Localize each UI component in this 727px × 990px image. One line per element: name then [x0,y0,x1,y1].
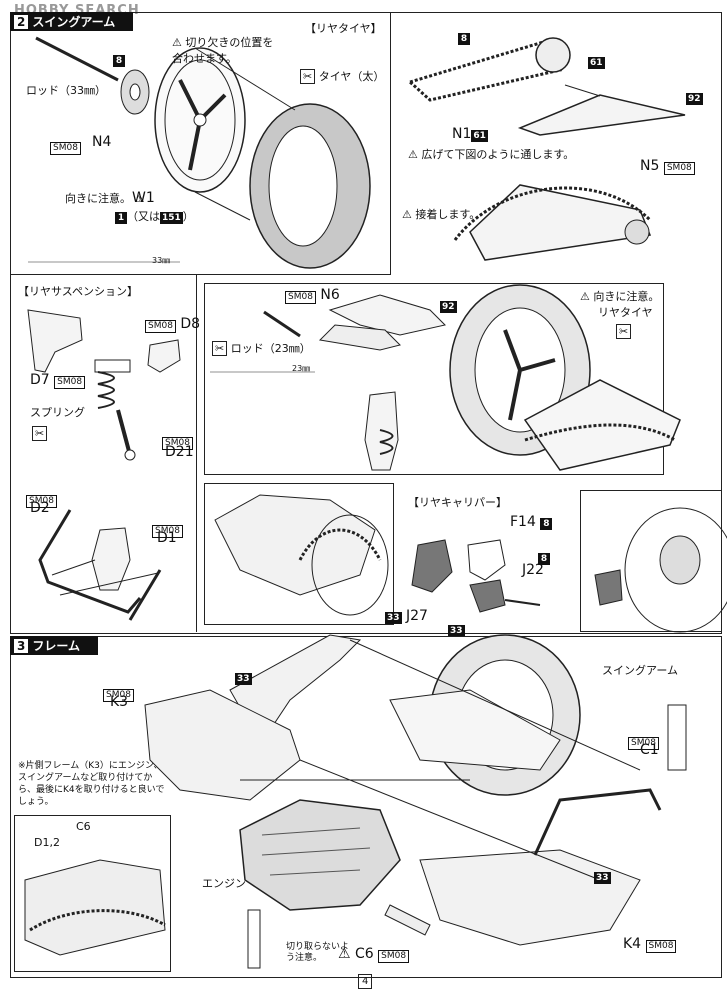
sm08-tag: SM08 [162,430,193,450]
section-title: フレーム [32,639,80,653]
scale-33: 33㎜ [152,256,171,265]
badge-92: 92 [440,301,457,313]
tire-label: ✂ タイヤ（太） [300,69,384,84]
badge-33: 33 [448,625,465,637]
suspension-heading: 【リヤサスペンション】 [18,285,139,298]
section-title: スイングアーム [32,15,116,29]
warning-icon: ⚠ [134,192,145,205]
step-number: 2 [14,15,29,29]
direction-note: 向きに注意。 ⚠ [65,192,145,205]
cut-icon: ✂ [300,69,316,84]
sm08-tag: SM08 [26,488,57,508]
caliper-heading: 【リヤキャリパー】 [408,496,507,509]
part-n4: N4 [92,134,112,150]
part-d8: SM08 D8 [145,317,200,333]
spread-note: ⚠ 広げて下図のように通します。 [408,148,575,161]
cut-icon: ✂ [32,426,48,441]
part-k4: K4 SM08 [623,937,677,953]
part-w1: W1 [132,190,155,206]
sm08-tag: SM08 [152,518,183,538]
rear-tire-heading: 【リヤタイヤ】 [305,22,382,35]
part-c6: ⚠ C6 SM08 [338,946,410,963]
part-n5: N5 SM08 [640,159,695,175]
cut-icon: ✂ [616,324,632,339]
cut-note: 切り取らないよう注意。 [286,942,349,963]
warning-icon: ⚠ [338,946,351,962]
suspension-panel [10,274,197,632]
part-j27: 33 J27 [385,608,428,624]
frame-note: ※片側フレーム（K3）にエンジン、スイングアームなど取り付けてから、最後にK4を… [18,761,165,807]
warning-icon: ⚠ [580,290,590,303]
detail-d12: D1,2 [34,836,60,849]
warning-icon: ⚠ [402,208,412,221]
rear-tire-panel [10,12,391,275]
warning-icon: ⚠ [172,36,182,49]
badge-33: 33 [594,872,611,884]
badge-33: 33 [235,673,252,685]
notch-note: ⚠ 切り欠きの位置を合わせます。 [172,36,274,65]
step-number: 3 [14,639,29,653]
warning-icon: ⚠ [408,148,418,161]
rod-23-label: ✂ ロッド（23㎜） [212,341,311,356]
assembly-direction-note: ⚠ 向きに注意。 [580,290,660,303]
section2-frame [10,12,722,634]
engine-label: エンジン [202,877,246,890]
part-d7: D7 SM08 [30,373,86,389]
part-n6: SM08 N6 [285,288,340,304]
part-j22: J22 [522,562,544,578]
swingarm-label: スイングアーム [602,664,679,677]
section3-frame [10,636,722,978]
cut-icon: ✂ [212,341,228,356]
part-f14: F14 8 [510,515,553,530]
spring-label: スプリング [30,406,85,419]
sm08-tag: SM08 [103,682,134,702]
view-panel-right [580,490,721,632]
part-d2: D2 [30,500,50,516]
badge-8: 8 [538,546,550,565]
sm08-tag: SM08 [628,730,659,750]
rear-tire-label: リヤタイヤ [598,306,653,319]
detail-panel [14,815,171,972]
rod-33-label: ロッド（33㎜） [26,84,106,97]
scale-23: 23㎜ [292,364,311,373]
part-d1: D1 [157,530,177,546]
badge-8: 8 [113,48,125,67]
part-k3: K3 [110,694,129,710]
badge-61: 61 [588,57,605,69]
assembly-panel [204,283,664,475]
glue-note: ⚠ 接着します。 [402,208,481,221]
part-d21: D21 [165,444,194,460]
badge-92: 92 [686,93,703,105]
part-c1: C1 [640,742,659,758]
page-number: 4 [358,974,373,989]
detail-c6: C6 [76,820,91,833]
badge-8: 8 [458,26,470,45]
view-panel-left [204,483,394,625]
sm08-tag: SM08 [50,135,81,155]
